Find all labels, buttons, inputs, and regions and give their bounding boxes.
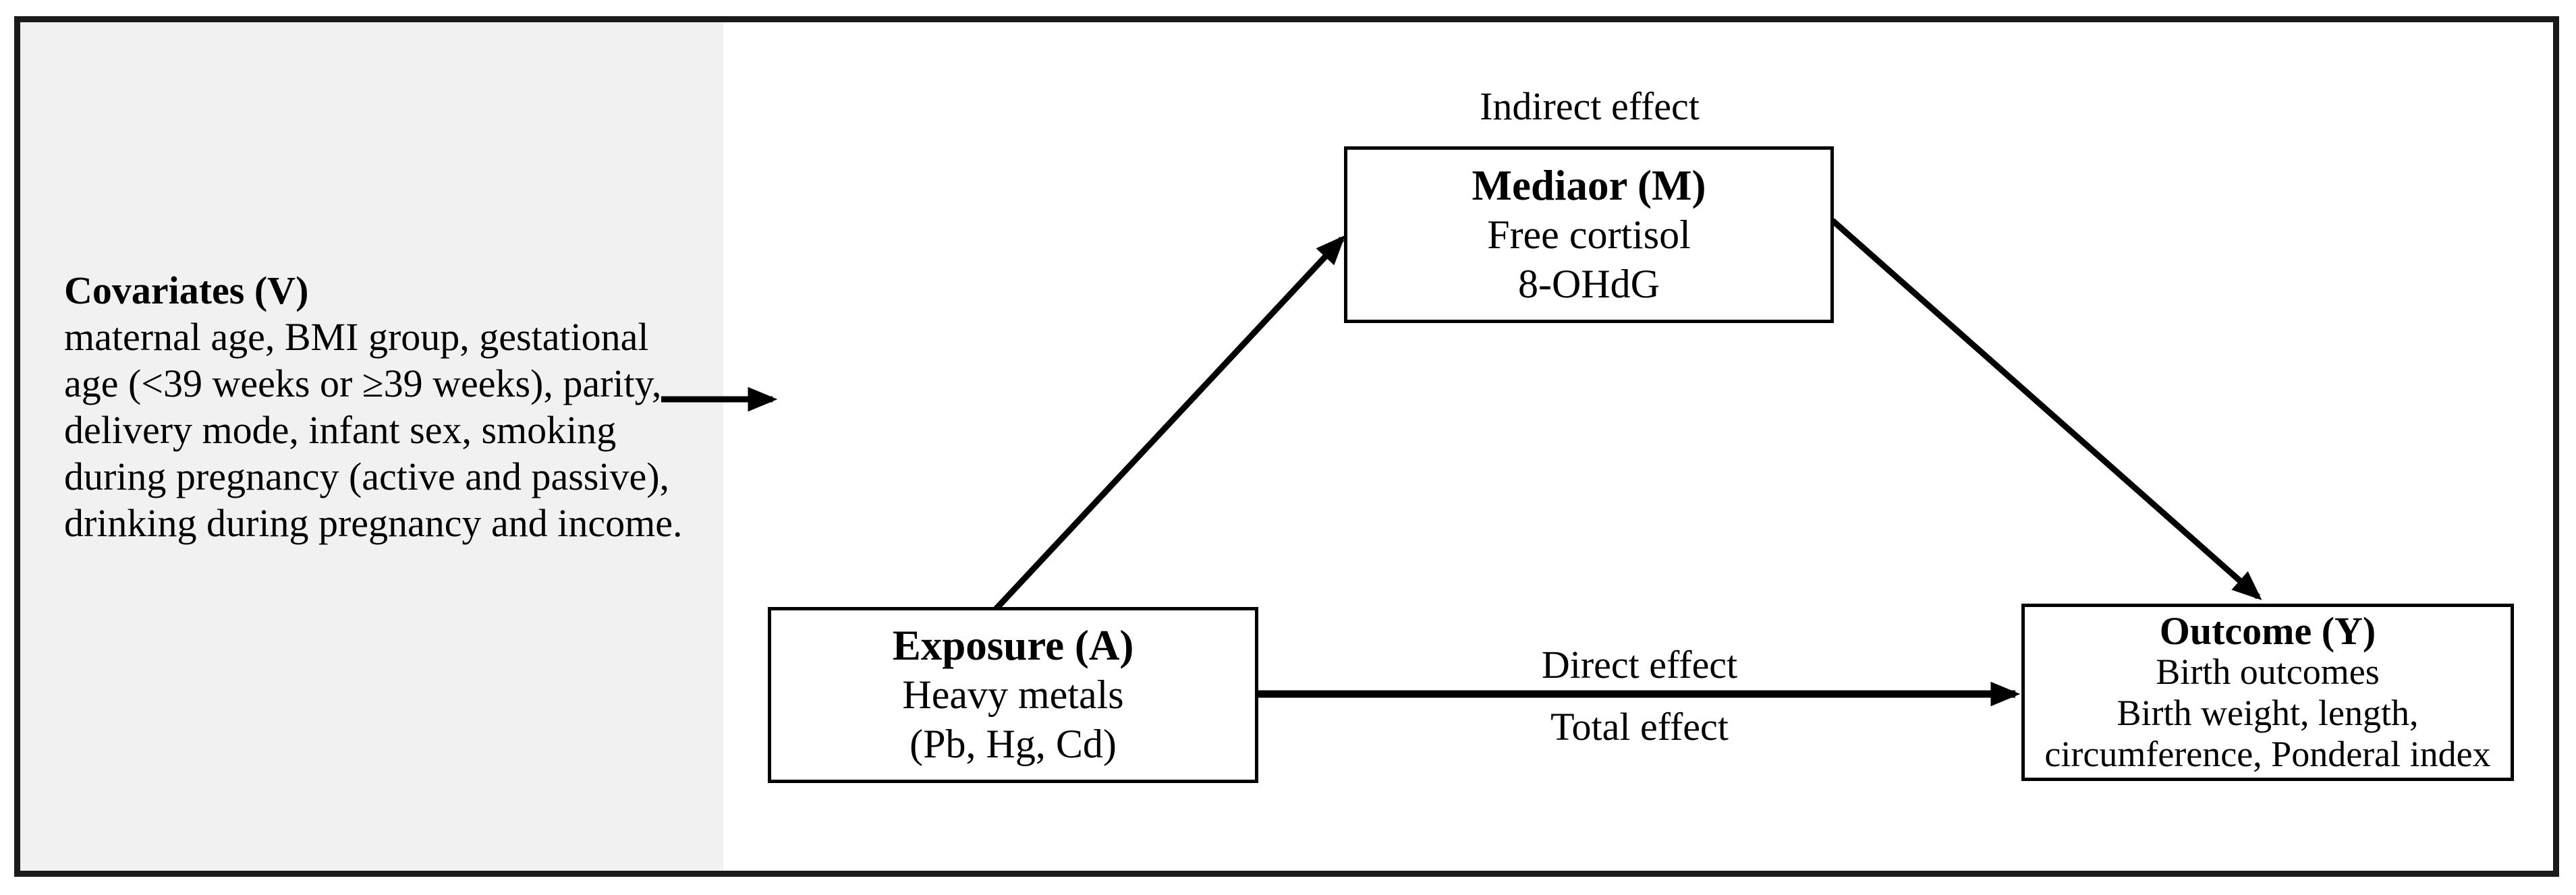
outcome-line: circumference, Ponderal index [2044,733,2491,774]
direct-effect-label: Direct effect [1541,643,1738,687]
exposure-line: (Pb, Hg, Cd) [909,722,1117,766]
indirect-effect-label: Indirect effect [1480,84,1700,128]
exposure-title: Exposure (A) [892,622,1134,669]
exposure-box: Exposure (A) Heavy metals (Pb, Hg, Cd) [768,607,1258,783]
exposure-line: Heavy metals [902,672,1124,717]
covariates-panel [20,22,723,871]
exposure-to-mediator-arrow [993,235,1346,612]
outcome-title: Outcome (Y) [2159,608,2376,653]
outcome-line: Birth outcomes [2156,651,2380,692]
total-effect-label: Total effect [1550,705,1729,749]
mediator-line: 8-OHdG [1518,261,1660,306]
outcome-box: Outcome (Y) Birth outcomes Birth weight,… [2021,604,2514,781]
covariates-title: Covariates (V) [64,268,309,312]
covariates-line: delivery mode, infant sex, smoking [64,408,617,452]
mediator-line: Free cortisol [1487,212,1691,257]
outcome-line: Birth weight, length, [2117,692,2419,733]
covariates-line: during pregnancy (active and passive), [64,455,670,498]
covariates-line: drinking during pregnancy and income. [64,501,683,545]
mediator-title: Mediaor (M) [1472,161,1706,209]
mediator-to-outcome-arrow [1830,218,2262,600]
covariates-block: Covariates (V) maternal age, BMI group, … [64,267,725,546]
mediator-box: Mediaor (M) Free cortisol 8-OHdG [1344,146,1834,323]
covariates-line: age (<39 weeks or ≥39 weeks), parity, [64,362,662,405]
covariates-line: maternal age, BMI group, gestational [64,315,649,359]
